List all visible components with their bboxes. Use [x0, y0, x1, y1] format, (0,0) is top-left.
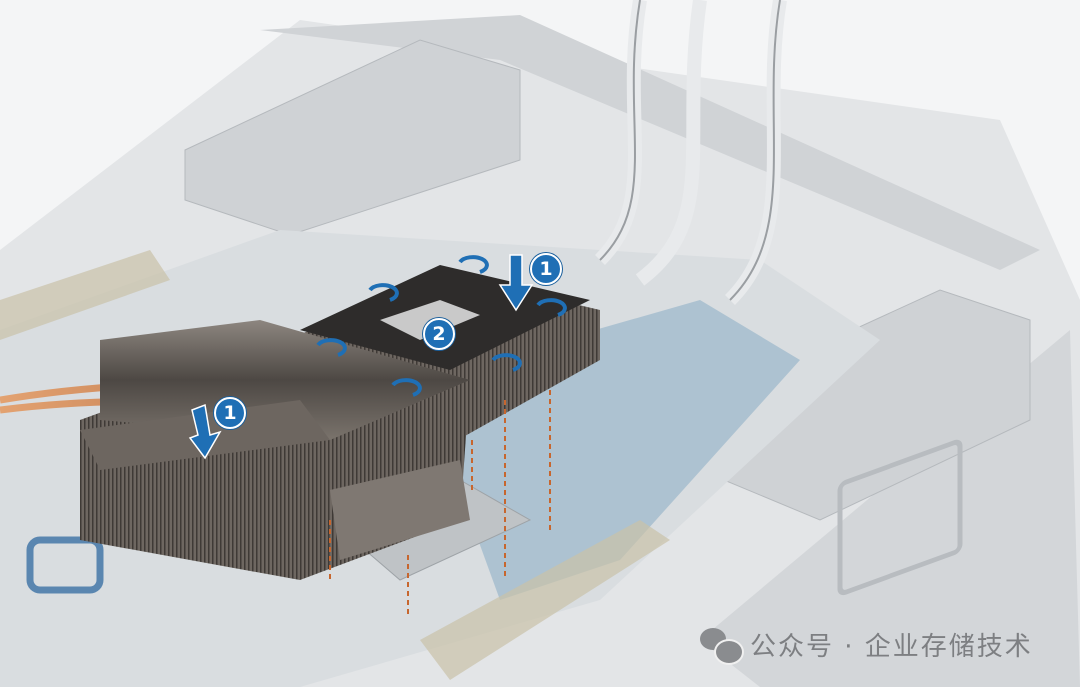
chassis-handle-right	[837, 439, 963, 596]
alignment-lines	[329, 390, 551, 615]
memory-slots-bottom	[420, 520, 670, 680]
rear-wall	[260, 15, 1040, 270]
callout-step-2: 2	[423, 318, 455, 350]
watermark-text: 公众号 · 企业存储技术	[750, 632, 1033, 662]
watermark: 公众号 · 企业存储技术	[700, 626, 1033, 665]
callout-step-1-front: 1	[214, 397, 246, 429]
down-arrow-icon	[188, 254, 534, 460]
wechat-icon	[700, 627, 744, 665]
memory-slots-left	[0, 250, 170, 340]
handle	[26, 536, 104, 594]
psu-top	[184, 39, 521, 236]
callout-step-1-rear: 1	[530, 253, 562, 285]
rotate-arrow-icon	[316, 255, 567, 397]
